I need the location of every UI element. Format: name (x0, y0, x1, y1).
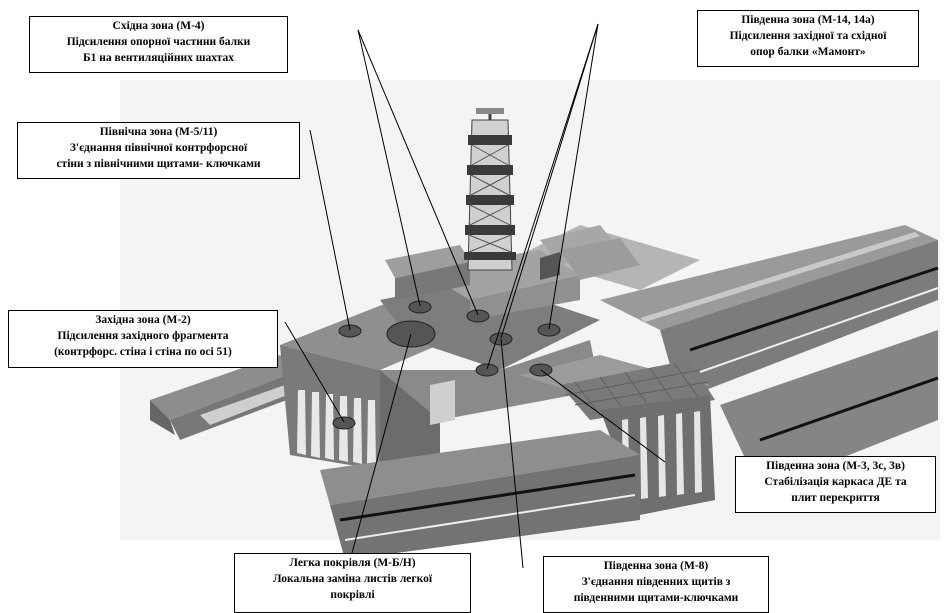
callout-east-title: Східна зона (М-4) (34, 18, 283, 34)
ventilation-stack (464, 108, 516, 270)
marker-south-14a (538, 324, 560, 336)
callout-south-14-line1: Підсилення західної та східної (702, 28, 914, 44)
callout-roof-line1: Локальна заміна листів легкої (239, 571, 466, 587)
callout-west-zone: Західна зона (М-2) Підсилення західного … (8, 310, 278, 368)
marker-south-8 (476, 364, 498, 376)
callout-east-line1: Підсилення опорної частини балки (34, 34, 283, 50)
marker-east (467, 310, 489, 322)
callout-south-8-line1: З'єднання південних щитів з (548, 574, 764, 590)
callout-west-title: Західна зона (М-2) (13, 312, 273, 328)
callout-south-3-line2: плит перекриття (740, 490, 931, 506)
callout-south-8-line2: південними щитами-ключками (548, 590, 764, 606)
callout-south-3-zone: Південна зона (М-3, 3с, 3в) Стабілізація… (735, 456, 936, 513)
callout-north-line2: стіни з північними щитами- ключками (22, 156, 295, 172)
callout-roof-line2: покрівлі (239, 587, 466, 603)
callout-roof-title: Легка покрівля (М-Б/Н) (239, 555, 466, 571)
marker-west (339, 325, 361, 337)
callout-north-title: Північна зона (М-5/11) (22, 124, 295, 140)
callout-south-8-zone: Південна зона (М-8) З'єднання південних … (543, 556, 769, 613)
marker-west-low (333, 417, 355, 429)
callout-south-14-title: Південна зона (М-14, 14а) (702, 12, 914, 28)
callout-east-zone: Східна зона (М-4) Підсилення опорної час… (29, 16, 288, 73)
callout-south-14-line2: опор балки «Мамонт» (702, 44, 914, 60)
callout-north-line1: З'єднання північної контрфорсної (22, 140, 295, 156)
callout-south-3-title: Південна зона (М-3, 3с, 3в) (740, 458, 931, 474)
callout-south-3-line1: Стабілізація каркаса ДЕ та (740, 474, 931, 490)
callout-south-14-zone: Південна зона (М-14, 14а) Підсилення зах… (697, 10, 919, 67)
callout-west-line2: (контрфорс. стіна і стіна по осі 51) (13, 344, 273, 360)
callout-south-8-title: Південна зона (М-8) (548, 558, 764, 574)
callout-north-zone: Північна зона (М-5/11) З'єднання північн… (17, 122, 300, 179)
callout-east-line2: Б1 на вентиляційних шахтах (34, 50, 283, 66)
callout-west-line1: Підсилення західного фрагмента (13, 328, 273, 344)
callout-roof-zone: Легка покрівля (М-Б/Н) Локальна заміна л… (234, 553, 471, 613)
marker-north (409, 301, 431, 313)
